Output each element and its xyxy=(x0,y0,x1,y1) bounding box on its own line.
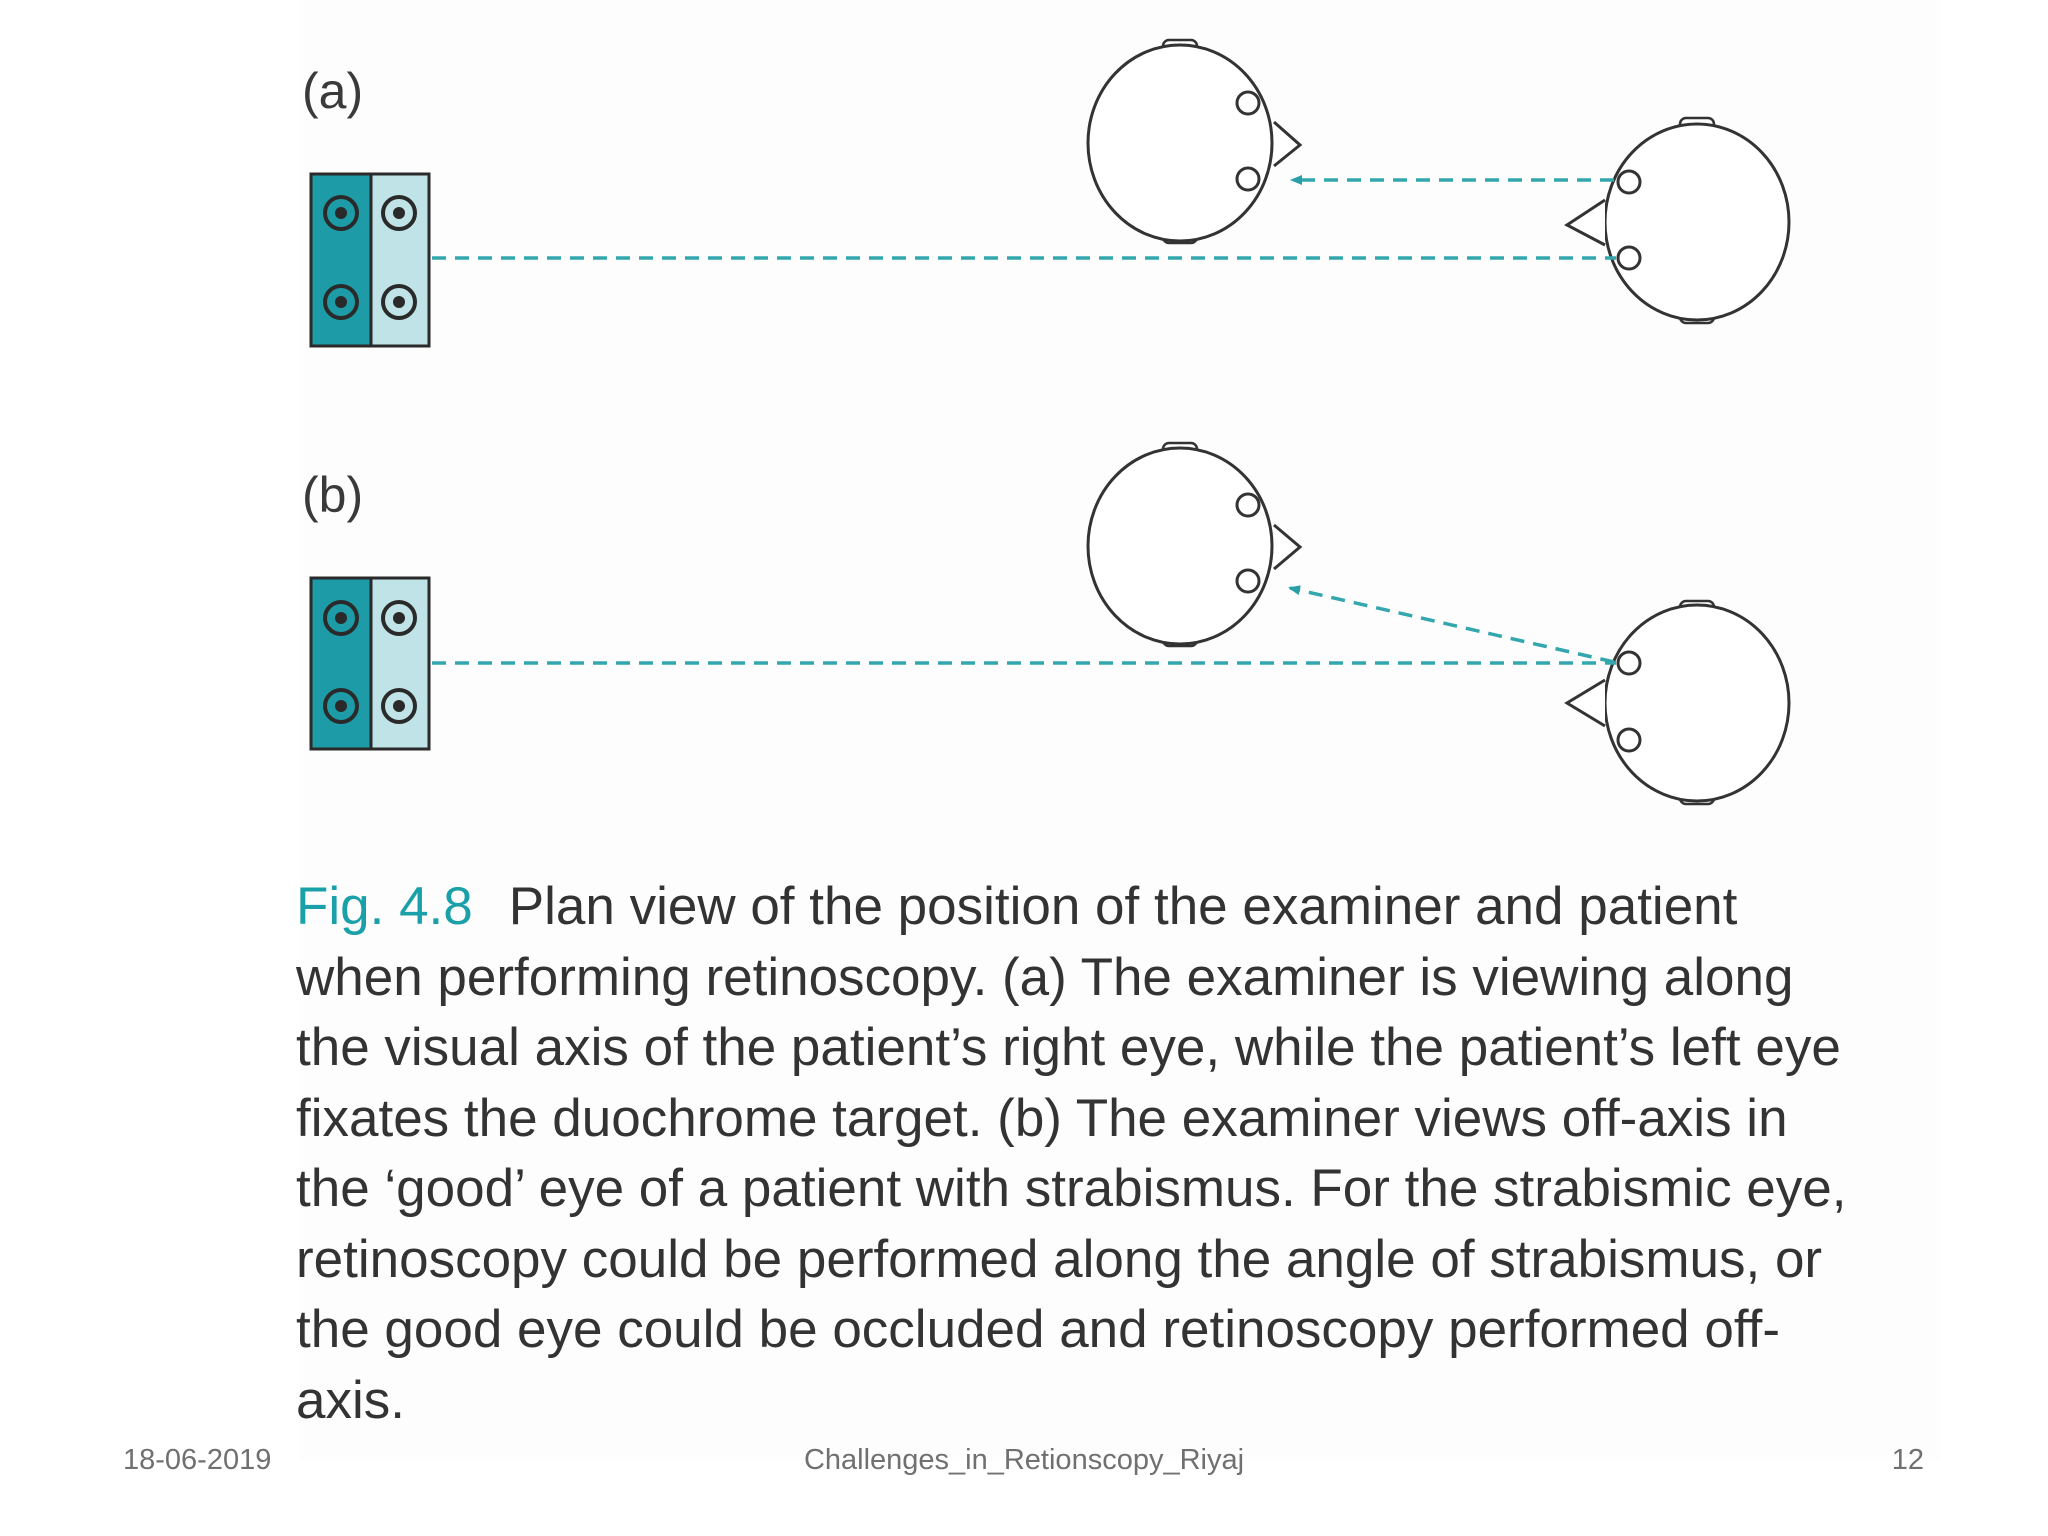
footer-title: Challenges_in_Retionscopy_Riyaj xyxy=(803,1444,1245,1476)
panel-label-b: (b) xyxy=(302,467,364,523)
target-ring-icon xyxy=(323,600,417,724)
target-ring-icon xyxy=(323,195,417,320)
duochrome-target-b xyxy=(309,576,431,751)
panel-label-a: (a) xyxy=(302,63,364,119)
figure-number: Fig. 4.8 xyxy=(296,877,473,936)
patient-head-icon xyxy=(1564,599,1791,806)
duochrome-green-half xyxy=(369,172,431,348)
duochrome-target-a xyxy=(309,172,431,348)
caption-text: Plan view of the position of the examine… xyxy=(296,877,1847,1430)
patient-head-icon xyxy=(1564,116,1791,325)
footer-page-number: 12 xyxy=(1891,1444,1924,1476)
examiner-sight-line-b xyxy=(1288,585,1615,664)
examiner-head-icon xyxy=(1086,38,1303,245)
duochrome-red-half xyxy=(309,172,373,348)
examiner-head-icon xyxy=(1086,441,1303,648)
footer-date: 18-06-2019 xyxy=(123,1444,272,1476)
